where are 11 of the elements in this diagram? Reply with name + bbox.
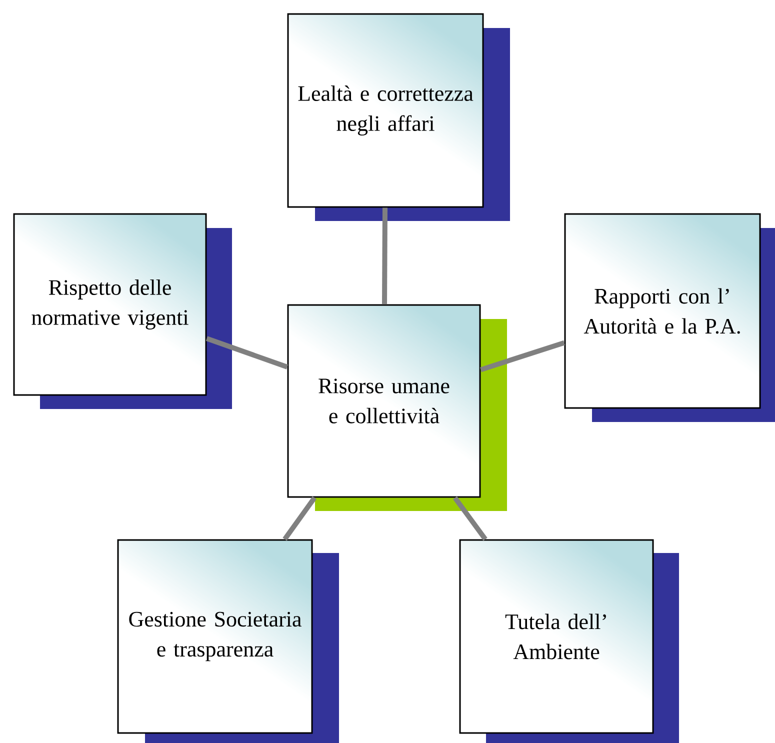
text-box: Risorse umane e collettività — [287, 304, 507, 511]
text-box: Tutela dell’ Ambiente — [459, 539, 680, 743]
text-box: Lealtà e correttezza negli affari — [287, 13, 510, 221]
connector-line — [282, 496, 317, 541]
text-box: Rapporti con l’ Autorità e la P.A. — [564, 213, 775, 422]
connector-line — [452, 496, 488, 541]
text-box: Rispetto delle normative vigenti — [13, 213, 232, 409]
connector-line — [206, 336, 288, 370]
connector-line — [382, 208, 388, 304]
text-box: Gestione Societaria e trasparenza — [117, 539, 339, 743]
connector-line — [480, 340, 566, 372]
